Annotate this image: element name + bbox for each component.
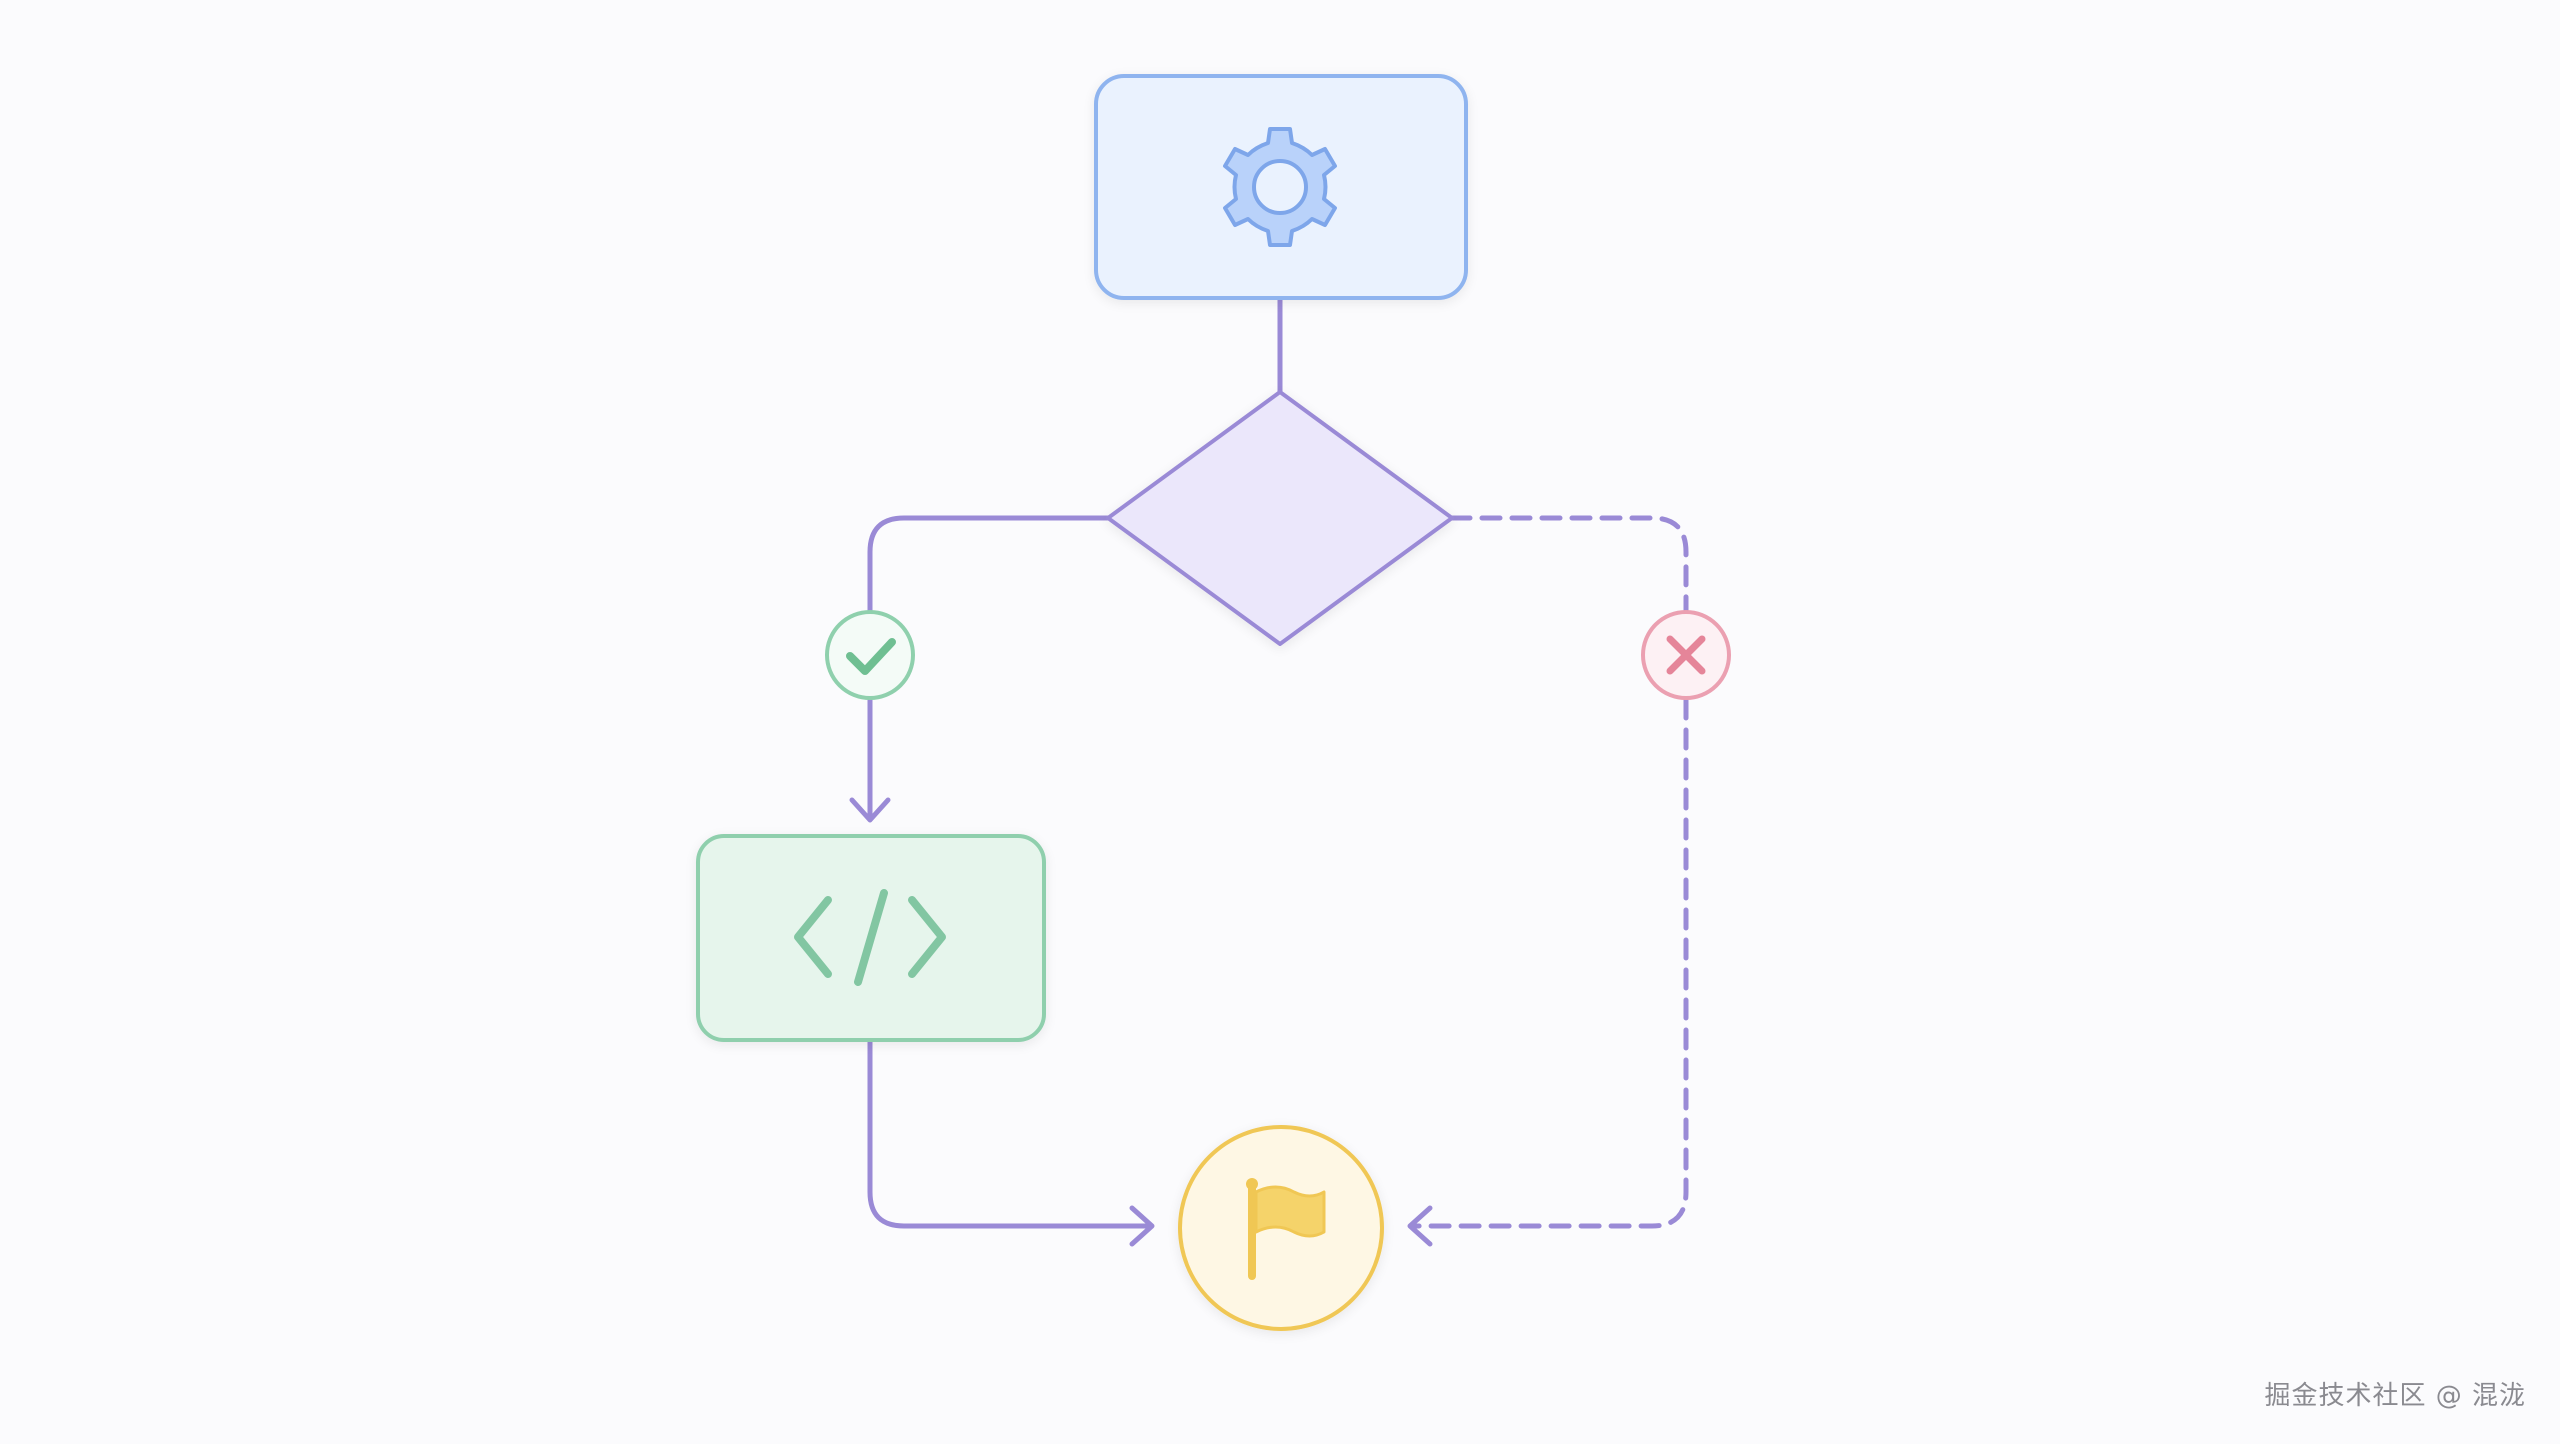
check-icon	[846, 638, 896, 675]
watermark: 掘金技术社区 @ 混泷	[2264, 1381, 2526, 1411]
no-branch-marker	[1641, 610, 1731, 700]
cross-icon	[1666, 635, 1706, 675]
edge-decision-to-end-dashed-lower	[1409, 697, 1689, 1229]
yes-branch-marker	[825, 610, 915, 700]
arrowhead-to-end-right	[1407, 1205, 1433, 1247]
gear-icon	[1223, 127, 1337, 247]
edge-decision-to-end-dashed	[1449, 515, 1689, 615]
edge-code-to-end	[867, 1037, 1153, 1229]
code-icon	[794, 889, 946, 986]
decision-node[interactable]	[1106, 390, 1454, 646]
flag-icon	[1246, 1178, 1326, 1280]
edge-decision-to-code	[867, 515, 1115, 615]
arrowhead-to-end-left	[1129, 1205, 1155, 1247]
arrowhead-to-code	[849, 797, 891, 823]
